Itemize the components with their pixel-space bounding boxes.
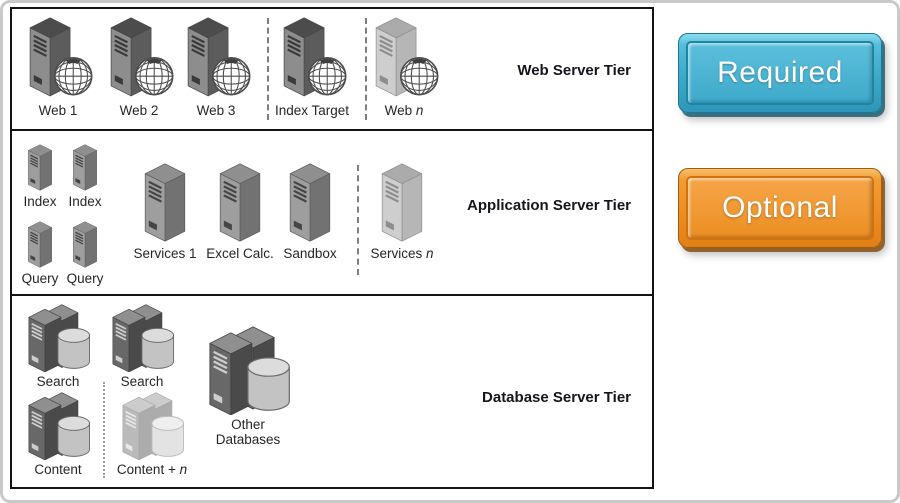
- database-server-icon: [28, 392, 90, 460]
- server-item-services-n: Services n: [360, 161, 444, 261]
- item-label: Services n: [370, 246, 434, 261]
- database-server-icon: [122, 392, 184, 460]
- item-label: Content: [34, 462, 82, 477]
- server-tower-icon: [28, 144, 52, 191]
- server-topology-diagram: Web 1 Web 2 Web 3 Index Target: [10, 7, 654, 489]
- server-item-index-target: Index Target: [268, 17, 356, 118]
- tier-title-web: Web Server Tier: [517, 62, 631, 79]
- server-tower-icon: [28, 221, 52, 268]
- optional-divider: [267, 18, 269, 120]
- optional-button-label: Optional: [722, 191, 838, 224]
- item-label: Web n: [384, 103, 424, 118]
- item-label: Services 1: [133, 246, 197, 261]
- server-item-web-2: Web 2: [96, 17, 182, 118]
- server-item-query-a: Query: [18, 220, 62, 286]
- application-server-tier-section: Index Index Query Query Services 1 Excel…: [12, 131, 652, 296]
- required-button-label: Required: [717, 56, 843, 89]
- server-item-search-a: Search: [20, 304, 96, 389]
- optional-button-face: [686, 176, 874, 240]
- server-with-globe-icon: [111, 17, 174, 96]
- server-item-query-b: Query: [63, 220, 107, 286]
- server-tower-icon: [290, 163, 330, 242]
- server-with-globe-icon: [188, 17, 251, 96]
- item-label: Excel Calc.: [206, 246, 274, 261]
- server-tower-icon: [220, 163, 260, 242]
- database-server-tier-section: Search Search Content Co: [12, 296, 652, 487]
- server-item-services-1: Services 1: [123, 161, 207, 261]
- item-label: Query: [21, 271, 59, 286]
- server-item-index-a: Index: [18, 143, 62, 209]
- item-label: Web 3: [196, 103, 236, 118]
- item-label: Search: [36, 374, 80, 389]
- item-label: Web 1: [38, 103, 78, 118]
- server-tower-icon: [73, 221, 97, 268]
- server-item-other-databases: Other Databases: [200, 326, 296, 447]
- optional-legend-button[interactable]: Optional: [678, 168, 882, 248]
- server-item-content-plus-n: Content + n: [104, 392, 200, 477]
- server-item-sandbox: Sandbox: [268, 161, 352, 261]
- server-tower-icon: [145, 163, 185, 242]
- server-item-web-3: Web 3: [173, 17, 259, 118]
- item-label: Web 2: [119, 103, 159, 118]
- server-item-search-b: Search: [104, 304, 180, 389]
- item-label: Index Target: [274, 103, 350, 118]
- server-item-excel-calc: Excel Calc.: [198, 161, 282, 261]
- tier-title-database: Database Server Tier: [482, 389, 631, 406]
- server-item-content: Content: [20, 392, 96, 477]
- server-with-globe-icon: [30, 17, 93, 96]
- server-item-web-1: Web 1: [15, 17, 101, 118]
- server-with-globe-icon: [376, 17, 439, 96]
- optional-divider: [103, 382, 105, 478]
- item-label: Content + n: [116, 462, 188, 477]
- item-label: Other Databases: [215, 417, 281, 448]
- server-item-index-b: Index: [63, 143, 107, 209]
- database-server-icon: [28, 304, 90, 372]
- server-tower-icon: [382, 163, 422, 242]
- database-server-icon: [112, 304, 174, 372]
- server-tower-icon: [73, 144, 97, 191]
- item-label: Index: [23, 194, 57, 209]
- item-label: Query: [66, 271, 104, 286]
- required-button-face: [686, 41, 874, 105]
- server-with-globe-icon: [284, 17, 347, 96]
- optional-divider: [365, 18, 367, 120]
- web-server-tier-section: Web 1 Web 2 Web 3 Index Target: [12, 9, 652, 131]
- required-legend-button[interactable]: Required: [678, 33, 882, 113]
- optional-divider: [357, 165, 359, 275]
- item-label: Sandbox: [283, 246, 337, 261]
- server-item-web-n: Web n: [361, 17, 447, 118]
- item-label: Index: [68, 194, 102, 209]
- item-label: Search: [120, 374, 164, 389]
- database-server-icon: [209, 326, 290, 415]
- tier-title-application: Application Server Tier: [467, 197, 631, 214]
